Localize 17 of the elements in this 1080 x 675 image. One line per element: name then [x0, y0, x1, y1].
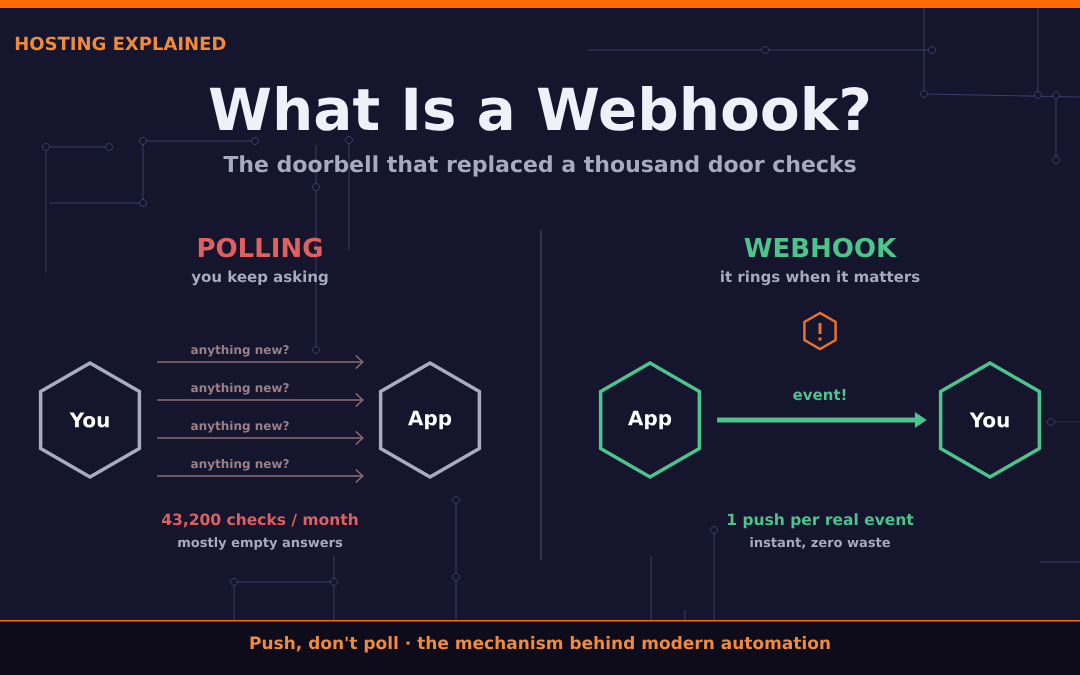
tagline: you keep asking [191, 270, 328, 286]
header-text: HOSTING EXPLAINED [15, 36, 226, 51]
arrow [156, 354, 364, 370]
subtitle: The doorbell that replaced a thousand door checks [223, 155, 856, 177]
stat-text: 1 push per real event [728, 513, 914, 529]
stat-text: 43,200 checks / month [162, 513, 358, 528]
arrow [156, 468, 364, 484]
arrow [156, 392, 364, 408]
footer-bar: Push, don't poll · the mechanism behind modern automation [0, 620, 1080, 675]
note: mostly empty answers [178, 537, 343, 550]
arrow [156, 430, 364, 446]
note: instant, zero waste [750, 537, 890, 549]
tagline: it rings when it matters [721, 270, 920, 286]
edge-label: event! [791, 388, 849, 402]
section-heading: WEBHOOK [744, 237, 897, 258]
section-heading: POLLING [198, 237, 322, 258]
title: What Is a Webhook? [209, 85, 869, 131]
